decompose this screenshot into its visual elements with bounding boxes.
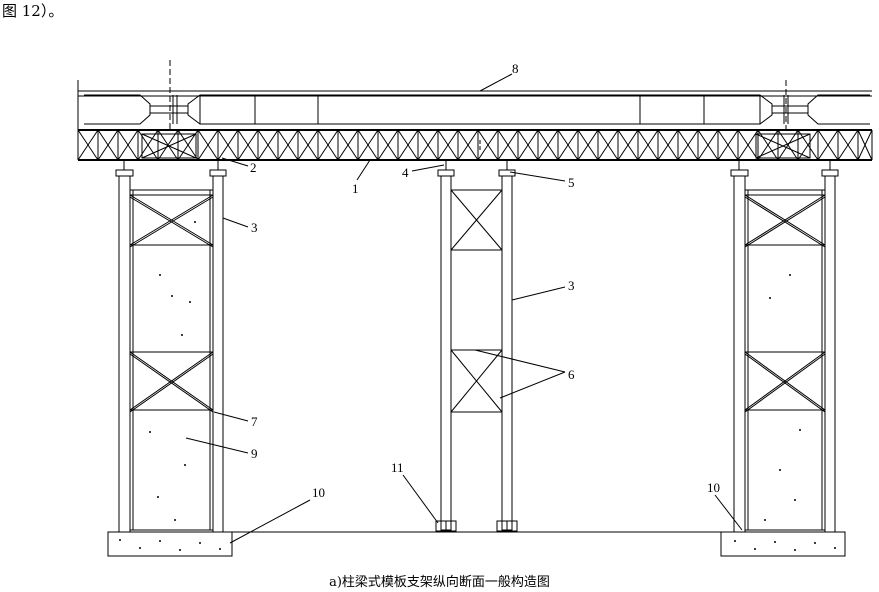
label-1: 1	[352, 181, 359, 196]
truss-member	[417, 129, 439, 161]
truss-member	[597, 129, 619, 161]
truss-member	[837, 129, 859, 161]
truss-member	[137, 129, 159, 161]
label-10a: 10	[312, 485, 325, 500]
left-column-group	[115, 160, 227, 533]
leader-lines	[185, 73, 743, 544]
label-7: 7	[251, 414, 258, 429]
truss-member	[577, 129, 599, 161]
truss-member	[457, 129, 479, 161]
truss-member	[557, 129, 579, 161]
label-10b: 10	[707, 480, 720, 495]
truss-member	[357, 129, 379, 161]
truss-member	[117, 129, 139, 161]
middle-column-group	[435, 160, 518, 532]
truss-member	[477, 129, 499, 161]
label-2: 2	[250, 160, 257, 175]
label-4: 4	[402, 165, 409, 180]
label-3a: 3	[251, 220, 258, 235]
concrete-hatching	[119, 221, 836, 551]
truss-member	[817, 129, 839, 161]
truss-member	[677, 129, 699, 161]
truss-member	[777, 129, 799, 161]
ground	[107, 531, 846, 557]
truss-member	[737, 129, 759, 161]
header-text: 图 12）。	[2, 2, 64, 20]
label-6: 6	[568, 367, 575, 382]
truss-member	[177, 129, 199, 161]
truss-member	[317, 129, 339, 161]
truss-member	[757, 129, 779, 161]
truss-member	[697, 129, 719, 161]
truss-member	[197, 129, 219, 161]
top-beam	[77, 60, 872, 152]
truss-member	[257, 129, 279, 161]
truss-member	[657, 129, 679, 161]
truss-member	[397, 129, 419, 161]
truss-member	[537, 129, 559, 161]
truss-member	[157, 129, 179, 161]
label-11: 11	[391, 460, 404, 475]
truss-member	[77, 129, 99, 161]
truss-member	[277, 129, 299, 161]
truss-member	[437, 129, 459, 161]
truss-member	[297, 129, 319, 161]
truss-member	[857, 129, 873, 161]
truss-member	[797, 129, 819, 161]
label-9: 9	[251, 446, 258, 461]
label-5: 5	[568, 175, 575, 190]
truss-member	[337, 129, 359, 161]
figure-caption: a)柱梁式模板支架纵向断面一般构造图	[329, 575, 550, 590]
label-3b: 3	[568, 278, 575, 293]
truss-member	[237, 129, 259, 161]
truss-member	[97, 129, 119, 161]
truss-member	[377, 129, 399, 161]
label-8: 8	[512, 61, 519, 76]
truss-member	[637, 129, 659, 161]
truss-member	[617, 129, 639, 161]
truss-member	[517, 129, 539, 161]
truss-member	[497, 129, 519, 161]
right-column-group	[730, 160, 839, 533]
truss-member	[217, 129, 239, 161]
truss-member	[717, 129, 739, 161]
